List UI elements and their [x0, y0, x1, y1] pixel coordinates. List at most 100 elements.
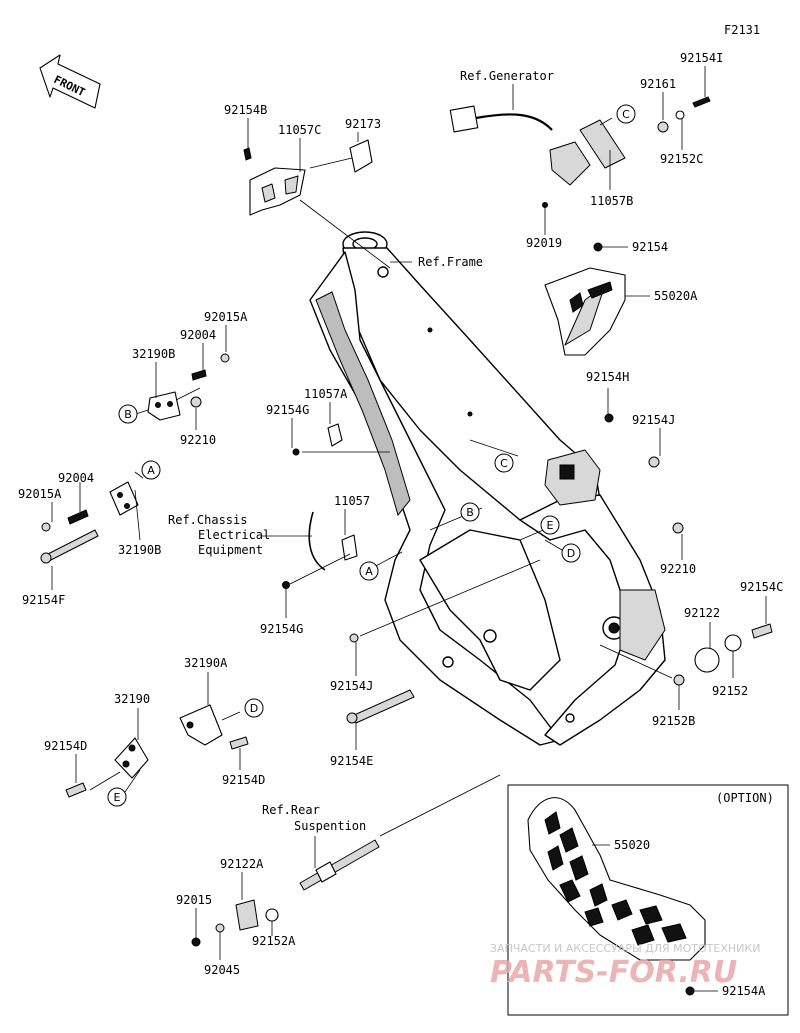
bracket-32190b-mid	[40, 481, 139, 564]
label-92152a: 92152A	[252, 934, 296, 948]
label-92154g-top: 92154G	[266, 403, 309, 417]
label-11057c: 11057C	[278, 123, 321, 137]
label-92154d-right: 92154D	[222, 773, 265, 787]
chain-guide-55020a	[544, 242, 626, 356]
collar-92122	[694, 647, 720, 673]
label-92173: 92173	[345, 117, 381, 131]
label-92154h: 92154H	[586, 370, 629, 384]
label-92004-mid: 92004	[58, 471, 94, 485]
pin-92019	[542, 202, 548, 208]
ref-rear-2: Suspention	[294, 819, 366, 833]
label-92154: 92154	[632, 240, 668, 254]
label-92122: 92122	[684, 606, 720, 620]
label-92004-top: 92004	[180, 328, 216, 342]
watermark-text: ЗАПЧАСТИ И АКСЕССУАРЫ ДЛЯ МОТОТЕХНИКИ	[490, 942, 760, 955]
svg-text:C: C	[500, 457, 508, 470]
label-55020a: 55020A	[654, 289, 698, 303]
callout-b-1: B	[118, 404, 138, 424]
ref-chassis-2: Electrical	[198, 528, 270, 542]
nut-92015	[191, 937, 201, 947]
callout-d-2: D	[561, 543, 581, 563]
label-92015: 92015	[176, 893, 212, 907]
label-92154g-bot: 92154G	[260, 622, 303, 636]
label-92154j-left: 92154J	[330, 679, 373, 693]
skid-plate-55020	[527, 797, 706, 961]
label-92019: 92019	[526, 236, 562, 250]
callout-e-2: E	[540, 515, 560, 535]
svg-text:B: B	[124, 408, 132, 421]
callout-a-2: A	[359, 561, 379, 581]
figure-code: F2131	[724, 23, 760, 37]
label-92154c: 92154C	[740, 580, 783, 594]
label-92154b: 92154B	[224, 103, 267, 117]
svg-text:A: A	[147, 464, 155, 477]
ref-rear-1: Ref.Rear	[262, 803, 320, 817]
label-92152: 92152	[712, 684, 748, 698]
part-labels: 92154I 92161 92152C 11057B 92019 92154 5…	[18, 51, 783, 998]
svg-text:E: E	[547, 519, 554, 532]
label-32190a: 32190A	[184, 656, 228, 670]
callout-e-1: E	[107, 787, 127, 807]
svg-text:D: D	[250, 702, 258, 715]
svg-text:B: B	[466, 506, 474, 519]
label-92210-right: 92210	[660, 562, 696, 576]
label-92154i: 92154I	[680, 51, 723, 65]
option-box: (OPTION)	[507, 784, 789, 1016]
callout-c-2: C	[494, 453, 514, 473]
bracket-32190a	[179, 704, 249, 750]
bracket-32190	[65, 737, 149, 798]
bolt-92154e	[351, 689, 415, 724]
collar-92161	[657, 121, 669, 133]
svg-text:A: A	[365, 565, 373, 578]
label-92154d-left: 92154D	[44, 739, 87, 753]
label-55020: 55020	[614, 838, 650, 852]
label-92154f: 92154F	[22, 593, 65, 607]
pivot-shaft	[191, 839, 380, 947]
watermark-logo: PARTS-FOR.RU	[490, 955, 737, 990]
washer-92152c	[675, 110, 685, 120]
label-92154a: 92154A	[722, 984, 766, 998]
ref-chassis-3: Equipment	[198, 543, 263, 557]
clip-parts	[282, 423, 358, 589]
ref-generator: Ref.Generator	[460, 69, 554, 83]
harness-clamp-bracket	[243, 139, 373, 216]
label-92122a: 92122A	[220, 857, 264, 871]
bracket-32190b-top	[147, 353, 230, 421]
bolt-92154c	[751, 623, 773, 639]
front-arrow-icon: FRONT	[39, 54, 101, 109]
label-92045: 92045	[204, 963, 240, 977]
callout-c-1: C	[616, 104, 636, 124]
label-92154j-right: 92154J	[632, 413, 675, 427]
label-32190b-top: 32190B	[132, 347, 175, 361]
bolt-92154i	[692, 96, 711, 108]
washer-92152a	[265, 908, 279, 922]
nut-92152b	[673, 674, 685, 686]
washer-92045	[215, 923, 225, 933]
generator-harness	[449, 96, 711, 208]
callout-b-2: B	[460, 502, 480, 522]
label-92154e: 92154E	[330, 754, 373, 768]
label-11057a: 11057A	[304, 387, 348, 401]
callout-a-1: A	[141, 460, 161, 480]
svg-text:C: C	[622, 108, 630, 121]
motorcycle-frame	[309, 231, 666, 746]
label-92015a-mid: 92015A	[18, 487, 62, 501]
option-label: (OPTION)	[716, 791, 774, 805]
label-32190: 32190	[114, 692, 150, 706]
callout-d-1: D	[244, 698, 264, 718]
label-92152b: 92152B	[652, 714, 695, 728]
ref-chassis-1: Ref.Chassis	[168, 513, 247, 527]
label-11057: 11057	[334, 494, 370, 508]
bolt-92154	[593, 242, 603, 252]
label-92015a-top: 92015A	[204, 310, 248, 324]
label-32190b-mid: 32190B	[118, 543, 161, 557]
label-92152c: 92152C	[660, 152, 703, 166]
ref-frame: Ref.Frame	[418, 255, 483, 269]
washer-92152	[724, 634, 742, 652]
leader-lines	[51, 66, 767, 992]
svg-text:E: E	[114, 791, 121, 804]
label-92210-left: 92210	[180, 433, 216, 447]
label-11057b: 11057B	[590, 194, 633, 208]
